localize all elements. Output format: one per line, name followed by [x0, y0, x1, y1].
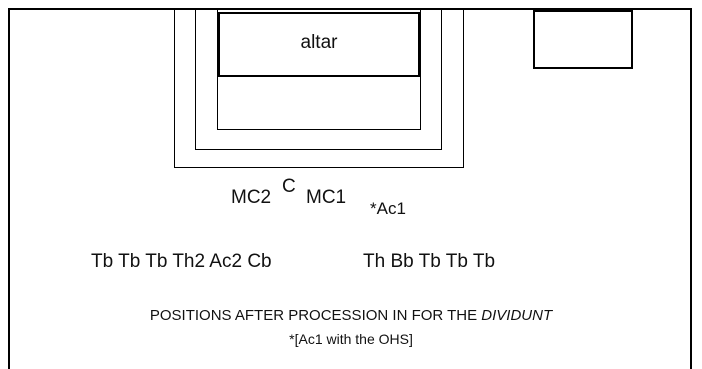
side-table-box [533, 10, 633, 69]
sanctuary-inner-box [217, 8, 421, 130]
position-mc1: MC1 [306, 187, 347, 208]
altar-box: altar [218, 12, 420, 77]
sanctuary-outer-box [174, 8, 464, 168]
outer-frame [8, 8, 692, 369]
position-mc2: MC2 [231, 187, 272, 208]
caption-line1: POSITIONS AFTER PROCESSION IN FOR THE DI… [0, 307, 702, 324]
position-c: C [282, 176, 296, 197]
position-ac1: *Ac1 [370, 199, 406, 218]
altar-label: altar [300, 32, 338, 53]
caption-line2: *[Ac1 with the OHS] [289, 331, 413, 347]
row-left-positions: Tb Tb Tb Th2 Ac2 Cb [91, 251, 272, 272]
caption-line1-prefix: POSITIONS AFTER PROCESSION IN FOR THE [149, 307, 482, 324]
caption-line1-italic: DIVIDUNT [481, 307, 553, 324]
row-right-positions: Th Bb Tb Tb Tb [363, 251, 496, 272]
sanctuary-middle-box [195, 8, 442, 150]
